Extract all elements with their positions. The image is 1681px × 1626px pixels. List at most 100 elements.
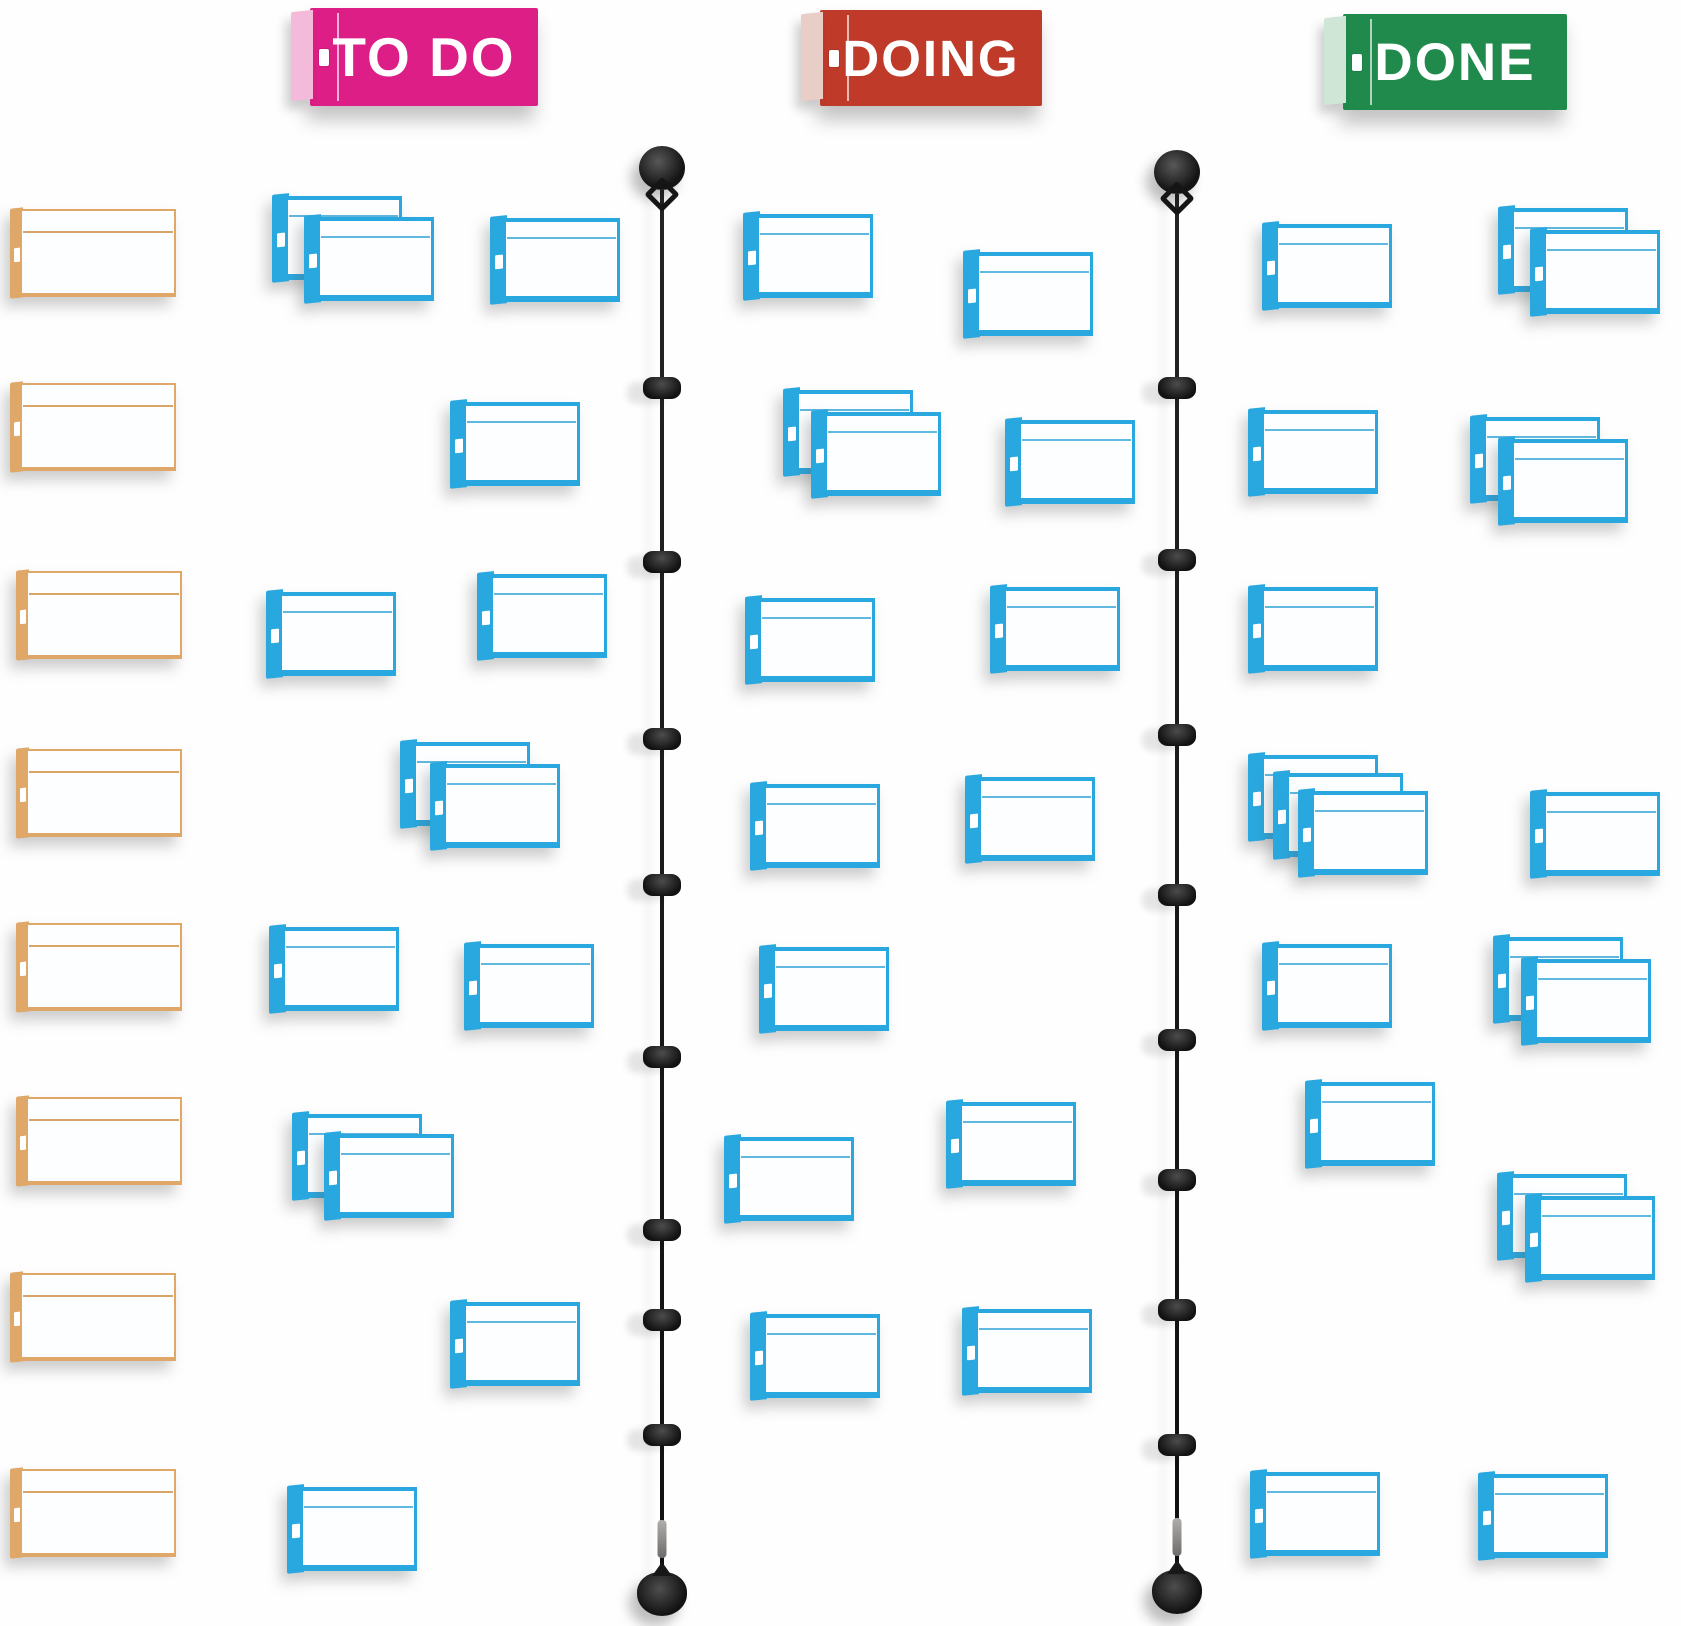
cord-clip[interactable] [1158, 1169, 1196, 1191]
task-card-todo[interactable] [450, 399, 580, 489]
brand-tag-icon [329, 1170, 338, 1186]
brand-tag-icon [1535, 266, 1544, 282]
task-card-done[interactable] [1262, 941, 1392, 1031]
task-card-todo[interactable] [464, 941, 594, 1031]
card-face [337, 1134, 454, 1218]
card-face [477, 944, 594, 1028]
brand-tag-icon [455, 438, 464, 454]
card-face [975, 1309, 1092, 1393]
cord-clip[interactable] [1158, 1434, 1196, 1456]
column-header-todo-label: TO DO [332, 26, 516, 88]
backlog-card[interactable] [10, 1467, 176, 1559]
card-face [1543, 230, 1660, 314]
task-card-doing[interactable] [946, 1099, 1076, 1189]
task-card-done[interactable] [1530, 789, 1660, 879]
brand-tag-icon [995, 623, 1004, 639]
task-card-todo[interactable] [269, 924, 399, 1014]
cord-clip[interactable] [1158, 377, 1196, 399]
task-card-doing[interactable] [990, 584, 1120, 674]
card-face [443, 764, 560, 848]
brand-tag-icon [319, 49, 329, 67]
brand-tag-icon [764, 983, 773, 999]
brand-tag-icon [1475, 453, 1484, 469]
cord-clip[interactable] [1158, 884, 1196, 906]
card-face [20, 1273, 176, 1361]
task-card-doing[interactable] [724, 1134, 854, 1224]
card-face [959, 1102, 1076, 1186]
task-card-doing[interactable] [1005, 417, 1135, 507]
brand-tag-icon [1253, 446, 1262, 462]
brand-tag-icon [755, 1350, 764, 1366]
task-card-doing[interactable] [963, 249, 1093, 339]
backlog-card[interactable] [16, 747, 182, 839]
task-card-doing[interactable] [962, 1306, 1092, 1396]
backlog-card[interactable] [10, 207, 176, 299]
task-card-todo[interactable] [304, 214, 434, 304]
cord-clip[interactable] [643, 551, 681, 573]
task-card-doing[interactable] [759, 944, 889, 1034]
card-face [976, 252, 1093, 336]
header-side-flap [1324, 15, 1346, 106]
backlog-card[interactable] [16, 569, 182, 661]
task-card-doing[interactable] [750, 781, 880, 871]
card-face [772, 947, 889, 1031]
task-card-done[interactable] [1498, 436, 1628, 526]
task-card-done[interactable] [1250, 1469, 1380, 1559]
task-card-doing[interactable] [745, 595, 875, 685]
task-card-todo[interactable] [450, 1299, 580, 1389]
task-card-done[interactable] [1298, 788, 1428, 878]
task-card-todo[interactable] [430, 761, 560, 851]
backlog-card[interactable] [10, 381, 176, 473]
cord-clip[interactable] [643, 1309, 681, 1331]
suction-knob-bottom[interactable] [1152, 1570, 1202, 1614]
brand-tag-icon [1253, 791, 1262, 807]
cord-clip[interactable] [643, 728, 681, 750]
task-card-done[interactable] [1262, 221, 1392, 311]
brand-tag-icon [1352, 54, 1362, 72]
task-card-todo[interactable] [477, 571, 607, 661]
cord-clip[interactable] [643, 1424, 681, 1446]
backlog-card[interactable] [16, 921, 182, 1013]
card-face [26, 571, 182, 659]
brand-tag-icon [1483, 1510, 1492, 1526]
cord-clip[interactable] [1158, 1029, 1196, 1051]
task-card-todo[interactable] [490, 215, 620, 305]
cord-clip[interactable] [643, 1219, 681, 1241]
backlog-card[interactable] [10, 1271, 176, 1363]
task-card-done[interactable] [1248, 584, 1378, 674]
task-card-doing[interactable] [811, 409, 941, 499]
cord-sleeve [657, 1520, 667, 1558]
suction-knob-bottom[interactable] [637, 1572, 687, 1616]
card-face [20, 1469, 176, 1557]
card-face [1261, 410, 1378, 494]
cord-clip[interactable] [643, 1046, 681, 1068]
cord-sleeve [1172, 1518, 1182, 1556]
brand-tag-icon [1267, 260, 1276, 276]
task-card-doing[interactable] [750, 1311, 880, 1401]
task-card-done[interactable] [1305, 1079, 1435, 1169]
suction-knob-top[interactable] [639, 146, 685, 190]
suction-knob-top[interactable] [1154, 150, 1200, 194]
cord-clip[interactable] [643, 377, 681, 399]
backlog-card[interactable] [16, 1095, 182, 1187]
task-card-todo[interactable] [324, 1131, 454, 1221]
cord-clip[interactable] [1158, 724, 1196, 746]
brand-tag-icon [729, 1173, 738, 1189]
card-face [1018, 420, 1135, 504]
cord-clip[interactable] [643, 874, 681, 896]
task-card-doing[interactable] [965, 774, 1095, 864]
card-face [463, 402, 580, 486]
task-card-done[interactable] [1530, 227, 1660, 317]
card-face [279, 592, 396, 676]
task-card-done[interactable] [1521, 956, 1651, 1046]
task-card-done[interactable] [1248, 407, 1378, 497]
task-card-done[interactable] [1478, 1471, 1608, 1561]
task-card-todo[interactable] [266, 589, 396, 679]
task-card-done[interactable] [1525, 1193, 1655, 1283]
task-card-doing[interactable] [743, 211, 873, 301]
task-card-todo[interactable] [287, 1484, 417, 1574]
card-face [282, 927, 399, 1011]
cord-clip[interactable] [1158, 549, 1196, 571]
cord-clip[interactable] [1158, 1299, 1196, 1321]
